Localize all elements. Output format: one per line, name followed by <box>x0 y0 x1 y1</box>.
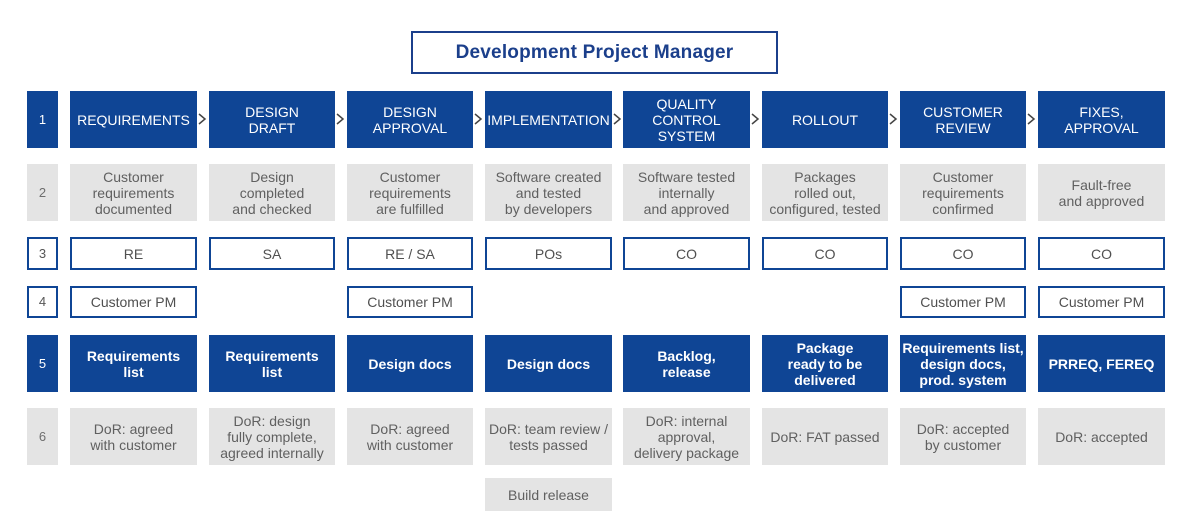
dor-implementation: DoR: team review / tests passed <box>485 408 612 465</box>
row-number-4: 4 <box>27 286 58 318</box>
arrow-right-icon <box>198 113 207 125</box>
deliverable-fixes-approval: PRREQ, FEREQ <box>1038 335 1165 392</box>
description-customer-review: Customer requirements confirmed <box>900 164 1026 221</box>
role-design-approval: RE / SA <box>347 237 473 270</box>
role-design-draft: SA <box>209 237 335 270</box>
arrow-right-icon <box>474 113 483 125</box>
dor-requirements: DoR: agreed with customer <box>70 408 197 465</box>
dor-design-approval: DoR: agreed with customer <box>347 408 473 465</box>
description-rollout: Packages rolled out, configured, tested <box>762 164 888 221</box>
dor-fixes-approval: DoR: accepted <box>1038 408 1165 465</box>
diagram-title: Development Project Manager <box>411 31 778 74</box>
customer-pm-fixes-approval: Customer PM <box>1038 286 1165 318</box>
phase-customer-review: CUSTOMER REVIEW <box>900 91 1026 148</box>
phase-implementation: IMPLEMENTATION <box>485 91 612 148</box>
role-implementation: POs <box>485 237 612 270</box>
customer-pm-requirements: Customer PM <box>70 286 197 318</box>
role-fixes-approval: CO <box>1038 237 1165 270</box>
arrow-right-icon <box>613 113 622 125</box>
phase-quality-control-system: QUALITY CONTROL SYSTEM <box>623 91 750 148</box>
description-quality-control: Software tested internally and approved <box>623 164 750 221</box>
description-design-approval: Customer requirements are fulfilled <box>347 164 473 221</box>
dor-rollout: DoR: FAT passed <box>762 408 888 465</box>
deliverable-requirements: Requirements list <box>70 335 197 392</box>
description-requirements: Customer requirements documented <box>70 164 197 221</box>
description-implementation: Software created and tested by developer… <box>485 164 612 221</box>
phase-rollout: ROLLOUT <box>762 91 888 148</box>
role-rollout: CO <box>762 237 888 270</box>
phase-fixes-approval: FIXES, APPROVAL <box>1038 91 1165 148</box>
phase-requirements: REQUIREMENTS <box>70 91 197 148</box>
row-number-6: 6 <box>27 408 58 465</box>
row-number-2: 2 <box>27 164 58 221</box>
customer-pm-design-approval: Customer PM <box>347 286 473 318</box>
build-release: Build release <box>485 478 612 511</box>
dor-design-draft: DoR: design fully complete, agreed inter… <box>209 408 335 465</box>
arrow-right-icon <box>751 113 760 125</box>
deliverable-design-approval: Design docs <box>347 335 473 392</box>
description-design-draft: Design completed and checked <box>209 164 335 221</box>
role-requirements: RE <box>70 237 197 270</box>
dor-customer-review: DoR: accepted by customer <box>900 408 1026 465</box>
customer-pm-customer-review: Customer PM <box>900 286 1026 318</box>
phase-design-approval: DESIGN APPROVAL <box>347 91 473 148</box>
role-customer-review: CO <box>900 237 1026 270</box>
dor-quality-control: DoR: internal approval, delivery package <box>623 408 750 465</box>
deliverable-quality-control: Backlog, release <box>623 335 750 392</box>
deliverable-customer-review: Requirements list, design docs, prod. sy… <box>900 335 1026 392</box>
row-number-3: 3 <box>27 237 58 270</box>
row-number-1: 1 <box>27 91 58 148</box>
arrow-right-icon <box>889 113 898 125</box>
role-quality-control: CO <box>623 237 750 270</box>
description-fixes-approval: Fault-free and approved <box>1038 164 1165 221</box>
arrow-right-icon <box>336 113 345 125</box>
phase-design-draft: DESIGN DRAFT <box>209 91 335 148</box>
deliverable-implementation: Design docs <box>485 335 612 392</box>
arrow-right-icon <box>1027 113 1036 125</box>
deliverable-design-draft: Requirements list <box>209 335 335 392</box>
deliverable-rollout: Package ready to be delivered <box>762 335 888 392</box>
row-number-5: 5 <box>27 335 58 392</box>
